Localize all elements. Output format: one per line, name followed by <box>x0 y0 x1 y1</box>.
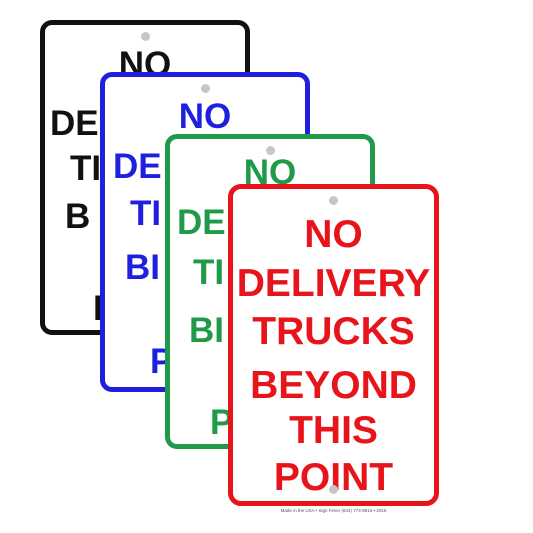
sign-line: DE <box>113 147 162 186</box>
mounting-hole-icon <box>329 485 338 494</box>
sign-line: BEYOND <box>250 364 417 407</box>
sign-line: I <box>93 289 103 328</box>
mounting-hole-icon <box>329 196 338 205</box>
sign-line: DE <box>50 104 99 143</box>
manufacturer-caption: Made in the USA • Sign Fever (844) 774-8… <box>280 508 387 513</box>
sign-red: NO DELIVERY TRUCKS BEYOND THIS POINT <box>228 184 439 506</box>
sign-line: DELIVERY <box>236 262 431 305</box>
sign-line: TI <box>130 194 162 233</box>
sign-line: BI <box>189 311 224 350</box>
sign-line: NO <box>304 213 363 256</box>
sign-line: NO <box>178 97 232 136</box>
sign-line: TRUCKS <box>252 310 415 353</box>
mounting-hole-icon <box>200 84 210 93</box>
mounting-hole-icon <box>140 32 150 41</box>
sign-line: P <box>210 403 234 442</box>
sign-line: DE <box>177 203 226 242</box>
sign-line: BI <box>125 248 160 287</box>
sign-line: TI <box>70 149 102 188</box>
sign-line: THIS <box>289 409 378 452</box>
sign-line: B <box>65 197 91 236</box>
mounting-hole-icon <box>265 146 275 155</box>
sign-line: TI <box>193 253 225 292</box>
